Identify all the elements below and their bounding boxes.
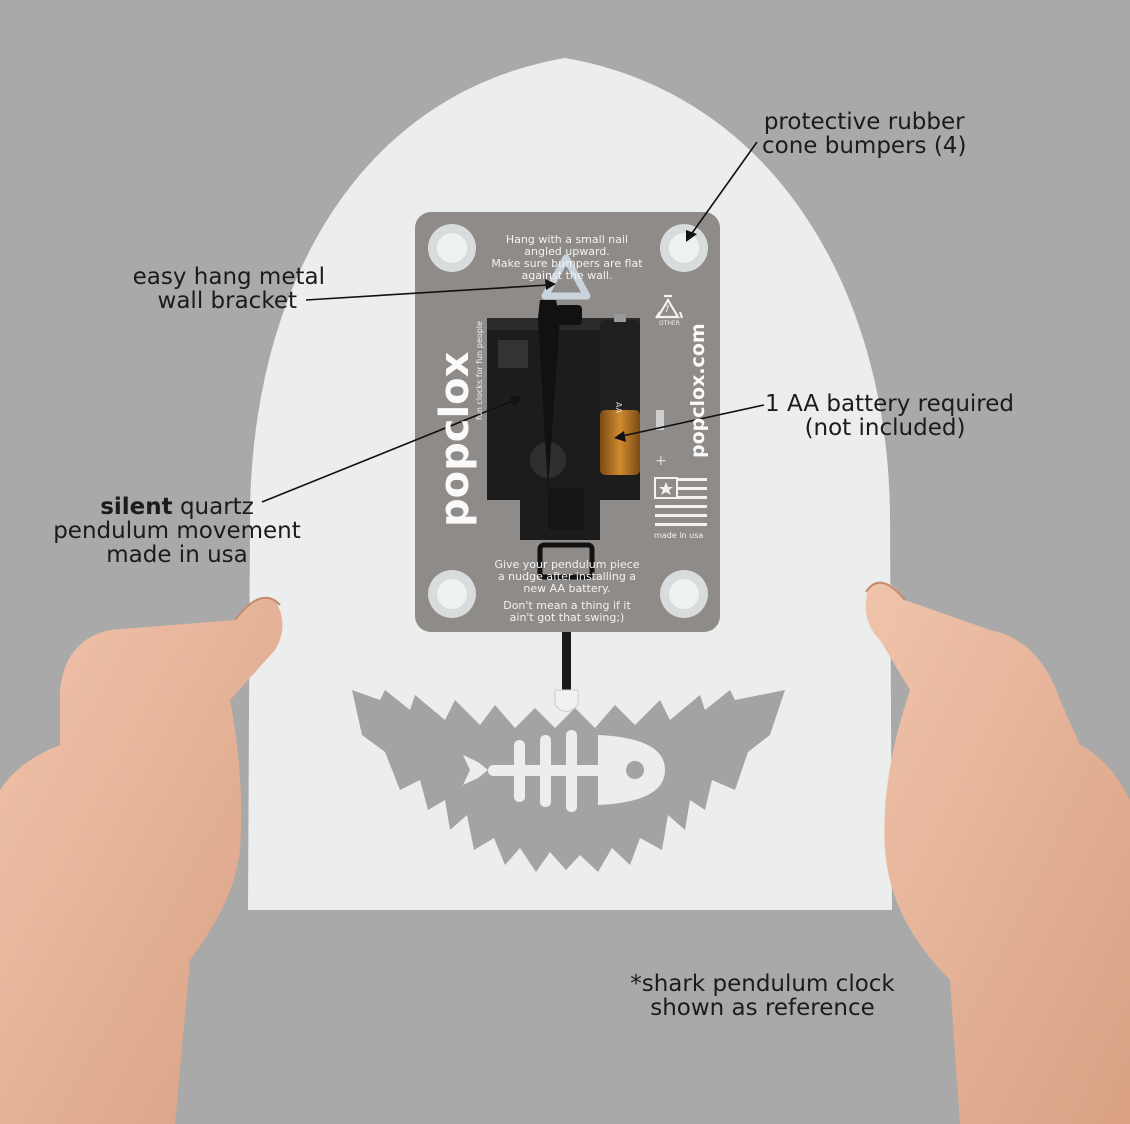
battery-polarity-bar [656,410,664,430]
reference-note-line1: *shark pendulum clock [630,971,895,997]
recycle-icon [655,294,684,319]
brand-logo: popclox [432,351,478,527]
bracket-callout-line1: easy hang metal [132,264,325,290]
bumpers-callout-line2: cone bumpers (4) [762,133,967,159]
metal-bracket [541,254,591,300]
panel-top-line4: against the wall. [521,269,613,282]
battery-label: AA [614,402,623,414]
panel-top-line3: Make sure bumpers are flat [491,257,643,270]
leader-lines [261,141,765,503]
battery-callout-line2: (not included) [804,415,966,441]
movement-callout: silent quartz pendulum movement made in … [52,495,302,567]
movement-callout-line1: silent quartz [52,495,302,519]
movement-callout-bold: silent [100,494,173,520]
panel-top-instructions: Hang with a small nail angled upward. Ma… [487,234,647,282]
panel-bottom-line4: Don't mean a thing if it [503,599,631,612]
pendulum-hanger [554,689,579,712]
bumpers-callout: protective rubber cone bumpers (4) [762,110,966,158]
aa-battery [600,314,640,475]
flag-icon [654,477,707,526]
pendulum-clip [537,542,595,580]
panel-bottom-line1: Give your pendulum piece [494,558,640,571]
right-hand [865,581,1130,1124]
recycle-code: 7 [664,305,670,315]
panel-bottom-line2: a nudge after installing a [497,570,637,583]
reference-note: *shark pendulum clock shown as reference [630,972,895,1020]
panel-top-line1: Hang with a small nail [505,233,629,246]
movement-callout-rest: quartz [172,494,254,520]
left-hand [0,596,283,1124]
rubber-bumper [428,224,708,618]
brand-tagline: fun clocks for fun people [475,321,484,420]
panel-top-line2: angled upward. [524,245,610,258]
movement-callout-line3: made in usa [106,542,248,568]
battery-polarity-plus: + [655,453,667,469]
bracket-callout: easy hang metal wall bracket [120,265,325,313]
made-in-label: made in usa [654,531,704,540]
bumpers-callout-line1: protective rubber [763,109,965,135]
panel-bottom-line3: new AA battery. [523,582,611,595]
battery-callout-line1: 1 AA battery required [765,391,1014,417]
panel-bottom-line5: ain't got that swing;) [509,611,625,624]
website-label: popclox.com [687,323,709,458]
battery-callout: 1 AA battery required (not included) [765,391,1014,441]
reference-note-line2: shown as reference [650,995,875,1021]
recycle-label: OTHER [659,320,680,327]
panel-bottom-instructions: Give your pendulum piece a nudge after i… [487,559,647,624]
leader-arrowheads [510,230,697,442]
bracket-callout-line2: wall bracket [157,288,297,314]
movement-callout-line2: pendulum movement [53,518,301,544]
